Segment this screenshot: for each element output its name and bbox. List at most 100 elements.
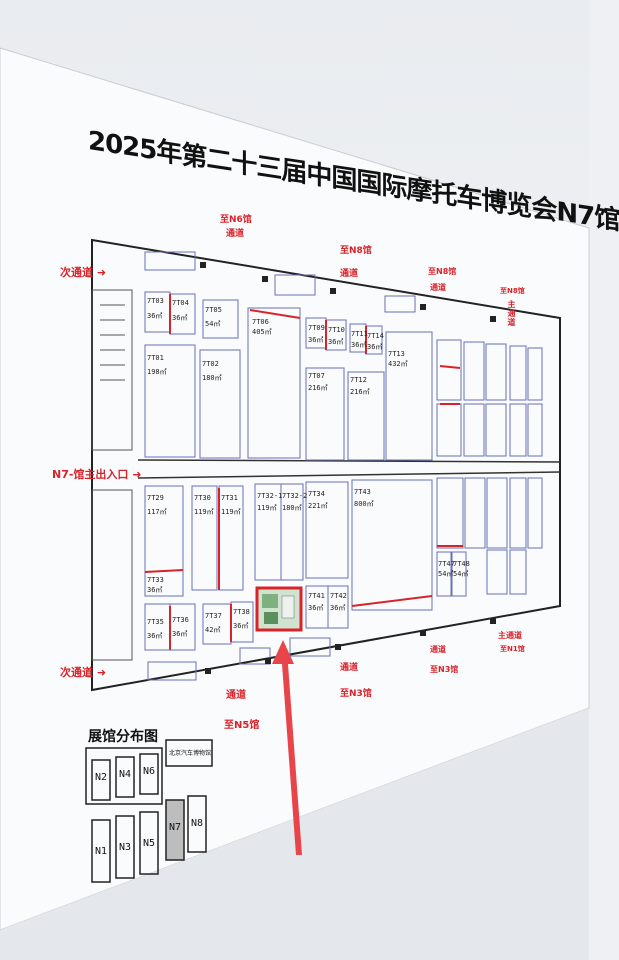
booth-label: 7T33 bbox=[147, 576, 164, 584]
booth-area: 119㎡ bbox=[221, 508, 241, 516]
booth-area: 36㎡ bbox=[147, 312, 162, 320]
booth-label: 7T03 bbox=[147, 297, 164, 305]
channel-label: 通道 bbox=[340, 269, 359, 279]
booth-label: 7T07 bbox=[308, 372, 325, 380]
booth-area: 36㎡ bbox=[330, 604, 345, 612]
booth-area: 216㎡ bbox=[308, 384, 328, 392]
booth-label: 7T30 bbox=[194, 494, 211, 502]
hall-tag: N2 bbox=[95, 772, 108, 783]
lower-booth-accents bbox=[144, 488, 463, 650]
upper-booths bbox=[144, 291, 543, 461]
booth-area: 36㎡ bbox=[233, 622, 248, 630]
floor-plan-board: 7T03 36㎡ 7T04 36㎡ 7T05 54㎡ 7T06 405㎡ 7T0… bbox=[0, 47, 590, 931]
booth-label: 7T01 bbox=[147, 354, 164, 362]
upper-booth-accents bbox=[169, 294, 461, 405]
booth-area: 180㎡ bbox=[202, 374, 222, 382]
booth-label: 7T35 bbox=[147, 618, 164, 626]
booth-label: 7T05 bbox=[205, 306, 222, 314]
side-channel-label-top: 次通道 ➜ bbox=[60, 266, 107, 279]
booth-area: 36㎡ bbox=[367, 343, 382, 351]
booth-area: 198㎡ bbox=[147, 368, 167, 376]
booth-label: 7T38 bbox=[233, 608, 250, 616]
booth-label: 7T37 bbox=[205, 612, 222, 620]
hall-tag-highlight: N7 bbox=[169, 822, 182, 833]
booth-label: 7T47 bbox=[438, 560, 455, 568]
booth-labels: 7T03 36㎡ 7T04 36㎡ 7T05 54㎡ 7T06 405㎡ 7T0… bbox=[147, 297, 470, 640]
hall-tag: N8 bbox=[191, 818, 204, 829]
booth-area: 221㎡ bbox=[308, 502, 328, 510]
legend-map bbox=[85, 739, 213, 883]
hall-tag: N4 bbox=[119, 769, 132, 780]
to-n1-label: 至N1馆 bbox=[500, 645, 525, 653]
main-aisle bbox=[137, 459, 561, 479]
booth-area: 54㎡ bbox=[453, 570, 468, 578]
arrow-right-icon: ➜ bbox=[93, 266, 107, 279]
booth-area: 117㎡ bbox=[147, 508, 167, 516]
booth-area: 54㎡ bbox=[205, 320, 220, 328]
booth-label: 7T12 bbox=[350, 376, 367, 384]
booth-label: 7T42 bbox=[330, 592, 347, 600]
to-n8-label: 至N8馆 bbox=[428, 267, 457, 276]
booth-label: 7T14 bbox=[367, 332, 384, 340]
channel-label: 通道 bbox=[430, 645, 446, 654]
wall-posts bbox=[200, 262, 496, 674]
arrow-right-icon: ➜ bbox=[93, 666, 107, 679]
booth-label: 7T06 bbox=[252, 318, 269, 326]
booth-area: 216㎡ bbox=[350, 388, 370, 396]
booth-label: 7T41 bbox=[308, 592, 325, 600]
booth-area: 432㎡ bbox=[388, 360, 408, 368]
booth-label: 7T48 bbox=[453, 560, 470, 568]
booth-area: 36㎡ bbox=[308, 604, 323, 612]
booth-label: 7T34 bbox=[308, 490, 325, 498]
side-channel-label-bottom: 次通道 ➜ bbox=[60, 666, 107, 679]
booth-label: 7T11 bbox=[351, 330, 368, 338]
booth-area: 405㎡ bbox=[252, 328, 272, 336]
to-n3-label: 至N3馆 bbox=[430, 665, 459, 674]
booth-label: 7T04 bbox=[172, 299, 189, 307]
booth-area: 36㎡ bbox=[351, 341, 366, 349]
booth-label: 7T13 bbox=[388, 350, 405, 358]
booth-area: 36㎡ bbox=[147, 586, 162, 594]
channel-label: 通道 bbox=[226, 229, 245, 239]
legend-title: 展馆分布图 bbox=[88, 729, 158, 745]
booth-area: 54㎡ bbox=[438, 570, 453, 578]
hall-tag: N3 bbox=[119, 842, 132, 853]
highlighted-booth bbox=[255, 586, 303, 632]
booth-area: 36㎡ bbox=[328, 338, 343, 346]
booth-label: 7T29 bbox=[147, 494, 164, 502]
to-n8-label: 至N8馆 bbox=[340, 246, 372, 256]
booth-area: 42㎡ bbox=[205, 626, 220, 634]
booth-area: 800㎡ bbox=[354, 500, 374, 508]
booth-label: 7T31 bbox=[221, 494, 238, 502]
hall-tag: N6 bbox=[143, 766, 156, 777]
booth-area: 36㎡ bbox=[147, 632, 162, 640]
museum-box-label: 北京汽车博物馆 bbox=[169, 750, 212, 757]
booth-label: 7T32-1 bbox=[257, 492, 282, 500]
booth-label: 7T36 bbox=[172, 616, 189, 624]
booth-area: 36㎡ bbox=[308, 336, 323, 344]
channel-label: 通道 bbox=[340, 663, 359, 673]
to-n3-label: 至N3馆 bbox=[340, 689, 372, 699]
booth-label: 7T02 bbox=[202, 360, 219, 368]
channel-label: 通道 bbox=[226, 690, 246, 701]
booth-area: 119㎡ bbox=[194, 508, 214, 516]
booth-label: 7T32-2 bbox=[282, 492, 307, 500]
pointer-arrow bbox=[272, 640, 302, 855]
booth-label: 7T10 bbox=[328, 326, 345, 334]
top-wall-units bbox=[144, 251, 416, 681]
booth-area: 36㎡ bbox=[172, 314, 187, 322]
to-n6-label: 至N6馆 bbox=[220, 215, 252, 225]
channel-label: 通道 bbox=[430, 283, 446, 292]
main-channel-label: 主通道 bbox=[498, 631, 522, 640]
hall-tag: N1 bbox=[95, 846, 108, 857]
booth-label: 7T09 bbox=[308, 324, 325, 332]
booth-area: 119㎡ bbox=[257, 504, 277, 512]
left-service-area bbox=[91, 289, 133, 661]
arrow-right-icon: ➜ bbox=[128, 468, 142, 481]
to-n5-label: 至N5馆 bbox=[224, 720, 260, 731]
main-entrance-label: N7-馆主出入口 ➜ bbox=[52, 468, 142, 481]
booth-label: 7T43 bbox=[354, 488, 371, 496]
main-channel-label: 主通道 bbox=[507, 300, 516, 327]
hall-tag: N5 bbox=[143, 838, 156, 849]
to-n8-label: 至N8馆 bbox=[500, 287, 525, 295]
